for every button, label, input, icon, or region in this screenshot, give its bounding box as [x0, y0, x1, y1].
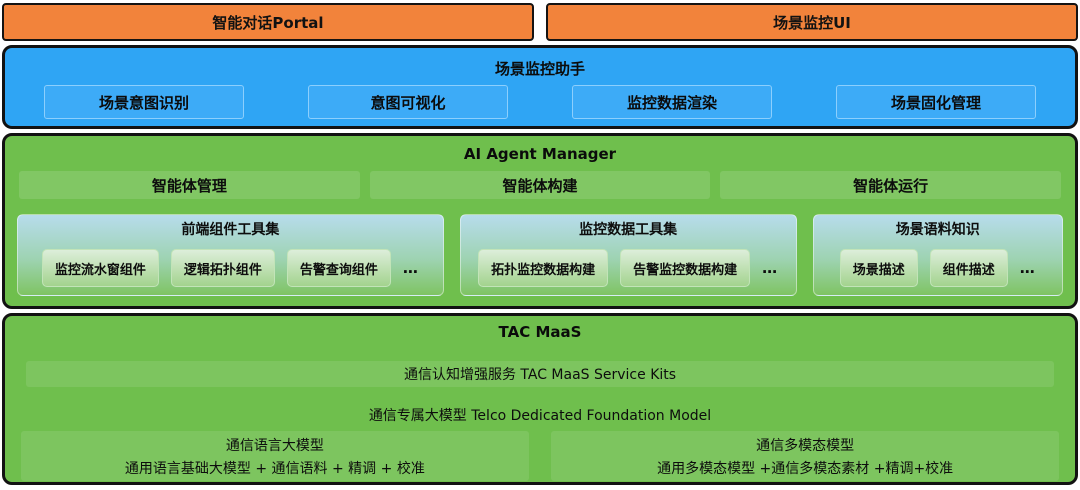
tool-item-alarm-query: 告警查询组件: [286, 249, 391, 287]
model-columns-row: 通信语言大模型 通用语言基础大模型 + 通信语料 + 精调 + 校准 通信多模态…: [5, 431, 1075, 481]
foundation-model-line: 通信专属大模型 Telco Dedicated Foundation Model: [368, 408, 712, 424]
toolset-frontend-components: 前端组件工具集 监控流水窗组件 逻辑拓扑组件 告警查询组件 …: [17, 214, 444, 296]
tool-item-monitor-flow-window: 监控流水窗组件: [41, 249, 159, 287]
portal-bar-monitor-ui: 场景监控UI: [546, 3, 1078, 41]
assistant-item-data-rendering: 监控数据渲染: [572, 85, 772, 119]
toolset-row: 前端组件工具集 监控流水窗组件 逻辑拓扑组件 告警查询组件 … 监控数据工具集 …: [5, 214, 1075, 296]
model-column-multimodal: 通信多模态模型 通用多模态模型 +通信多模态素材 +精调+校准: [551, 431, 1060, 481]
assistant-panel-title: 场景监控助手: [494, 60, 585, 78]
model-column-detail: 通用语言基础大模型 + 通信语料 + 精调 + 校准: [124, 460, 425, 477]
ai-agent-manager-panel: AI Agent Manager 智能体管理 智能体构建 智能体运行 前端组件工…: [2, 133, 1078, 309]
assistant-items-row: 场景意图识别 意图可视化 监控数据渲染 场景固化管理: [5, 85, 1075, 119]
agent-column-headers: 智能体管理 智能体构建 智能体运行: [5, 171, 1075, 199]
toolset-title: 前端组件工具集: [181, 222, 280, 238]
tool-item-scene-description: 场景描述: [839, 249, 918, 287]
model-column-language: 通信语言大模型 通用语言基础大模型 + 通信语料 + 精调 + 校准: [20, 431, 529, 481]
column-header-agent-management: 智能体管理: [19, 171, 360, 199]
toolset-items: 场景描述 组件描述 …: [814, 249, 1062, 287]
model-column-title: 通信多模态模型: [756, 437, 855, 454]
tool-item-topology-data-build: 拓扑监控数据构建: [478, 249, 609, 287]
toolset-items: 拓扑监控数据构建 告警监控数据构建 …: [461, 249, 796, 287]
toolset-title: 监控数据工具集: [579, 222, 678, 238]
toolset-title: 场景语料知识: [895, 222, 980, 238]
tac-maas-panel: TAC MaaS 通信认知增强服务 TAC MaaS Service Kits …: [2, 313, 1078, 485]
tool-item-logic-topology: 逻辑拓扑组件: [170, 249, 275, 287]
toolset-monitor-data: 监控数据工具集 拓扑监控数据构建 告警监控数据构建 …: [459, 214, 797, 296]
portal-row: 智能对话Portal 场景监控UI: [2, 3, 1078, 41]
tac-maas-title: TAC MaaS: [498, 323, 582, 341]
assistant-item-intent-recognition: 场景意图识别: [44, 85, 244, 119]
portal-bar-dialog: 智能对话Portal: [2, 3, 534, 41]
column-header-agent-build: 智能体构建: [369, 171, 711, 199]
scene-monitor-assistant-panel: 场景监控助手 场景意图识别 意图可视化 监控数据渲染 场景固化管理: [2, 45, 1078, 129]
model-column-title: 通信语言大模型: [225, 437, 324, 454]
agent-manager-title: AI Agent Manager: [463, 145, 617, 163]
toolset-items: 监控流水窗组件 逻辑拓扑组件 告警查询组件 …: [18, 249, 443, 287]
tool-item-alarm-data-build: 告警监控数据构建: [620, 249, 751, 287]
toolset-scene-corpus: 场景语料知识 场景描述 组件描述 …: [812, 214, 1063, 296]
more-ellipsis: …: [1019, 259, 1036, 277]
assistant-item-scene-solidify: 场景固化管理: [836, 85, 1036, 119]
column-header-agent-run: 智能体运行: [720, 171, 1062, 199]
service-kits-line: 通信认知增强服务 TAC MaaS Service Kits: [26, 361, 1054, 387]
tool-item-component-description: 组件描述: [929, 249, 1008, 287]
more-ellipsis: …: [402, 259, 419, 277]
assistant-item-intent-visualization: 意图可视化: [308, 85, 508, 119]
more-ellipsis: …: [762, 259, 779, 277]
model-column-detail: 通用多模态模型 +通信多模态素材 +精调+校准: [657, 460, 954, 477]
